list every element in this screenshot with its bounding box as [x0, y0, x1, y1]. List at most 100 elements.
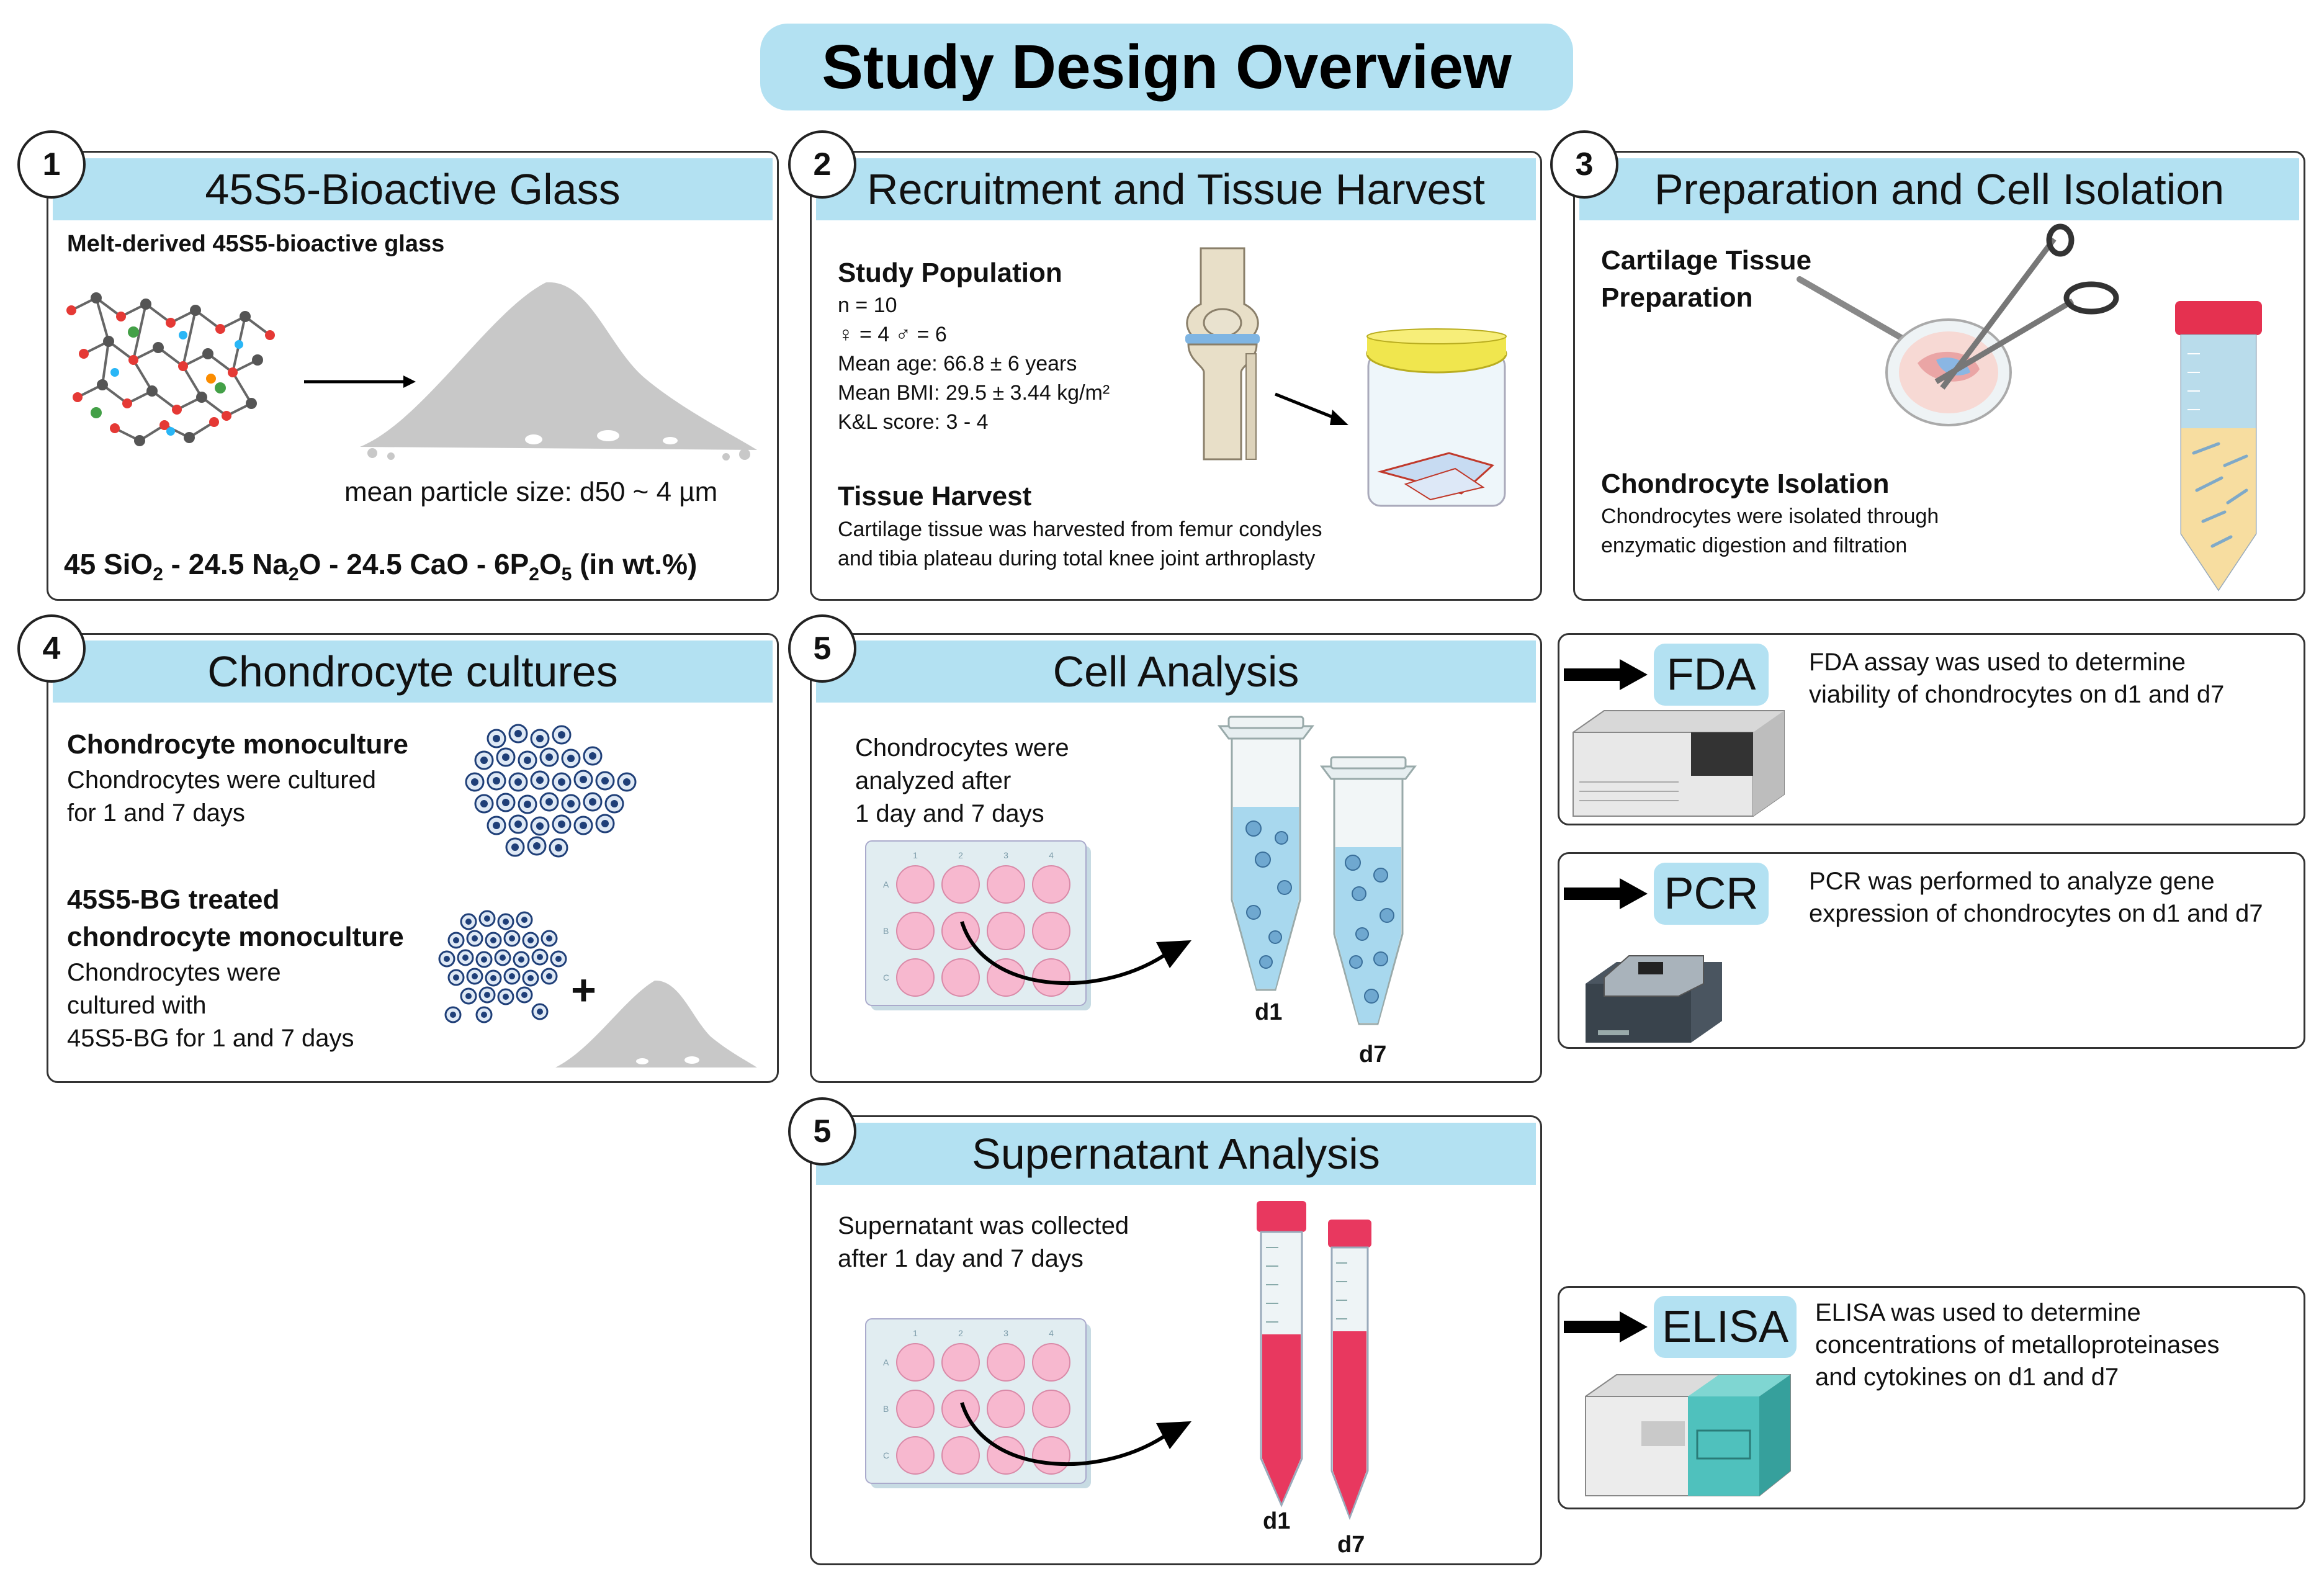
glass-formula: 45 SiO2 - 24.5 Na2O - 24.5 CaO - 6P2O5 (… — [64, 547, 697, 585]
plate-col-label: 2 — [958, 850, 963, 860]
plate-col-label: 4 — [1049, 850, 1054, 860]
pop-line: Mean age: 66.8 ± 6 years — [838, 352, 1077, 375]
panel-2-header: Recruitment and Tissue Harvest — [816, 158, 1536, 220]
formula-sub: 5 — [561, 564, 572, 585]
particle-size-label: mean particle size: d50 ~ 4 µm — [344, 477, 718, 507]
fda-line: FDA assay was used to determine — [1809, 649, 2186, 676]
elisa-reader-icon — [1585, 1374, 1791, 1496]
cell-analysis-line: 1 day and 7 days — [855, 800, 1044, 827]
eppendorf-tube-icon — [1320, 756, 1417, 1025]
bg-treated-title: chondrocyte monoculture — [67, 922, 404, 952]
fda-label: FDA — [1654, 644, 1769, 706]
pcr-line: PCR was performed to analyze gene — [1809, 868, 2215, 895]
specimen-jar-icon — [1366, 328, 1507, 507]
plate-row-label: C — [883, 1450, 889, 1460]
harvest-line: Cartilage tissue was harvested from femu… — [838, 518, 1322, 541]
knee-joint-icon — [1185, 247, 1260, 461]
glass-subtitle: Melt-derived 45S5-bioactive glass — [67, 231, 445, 257]
step-number-2: 2 — [788, 130, 856, 199]
cell-analysis-line: analyzed after — [855, 767, 1012, 794]
arrow-right-icon — [1564, 878, 1648, 909]
tube-label-d1: d1 — [1263, 1508, 1291, 1534]
study-population-title: Study Population — [838, 258, 1062, 288]
pcr-label: PCR — [1654, 863, 1769, 925]
pop-line: n = 10 — [838, 294, 897, 317]
tube-label-d7: d7 — [1337, 1532, 1365, 1558]
bg-treated-line: Chondrocytes were — [67, 959, 281, 986]
plate-row-label: A — [883, 879, 889, 889]
fda-line: viability of chondrocytes on d1 and d7 — [1809, 681, 2225, 708]
bg-treated-line: cultured with — [67, 992, 207, 1019]
step-number-5: 5 — [788, 1097, 856, 1166]
monoculture-line: Chondrocytes were cultured — [67, 766, 377, 794]
well-plate-icon: 1 2 3 4 A B C — [865, 1318, 1091, 1488]
tube-label-d7: d7 — [1359, 1041, 1387, 1067]
elisa-label: ELISA — [1654, 1296, 1797, 1358]
panel-1-header: 45S5-Bioactive Glass — [53, 158, 773, 220]
eppendorf-tube-icon — [1218, 716, 1314, 991]
panel-5-header: Cell Analysis — [816, 640, 1536, 703]
step-number-1: 1 — [17, 130, 86, 199]
bg-treated-line: 45S5-BG for 1 and 7 days — [67, 1025, 354, 1052]
glass-network-illustration — [66, 292, 275, 446]
arrow-right-icon — [1564, 1311, 1648, 1342]
panel-3-header: Preparation and Cell Isolation — [1579, 158, 2299, 220]
plate-row-label: C — [883, 973, 889, 982]
pop-line: Mean BMI: 29.5 ± 3.44 kg/m² — [838, 381, 1110, 405]
supernatant-line: after 1 day and 7 days — [838, 1245, 1083, 1272]
curved-arrow-icon — [960, 1402, 1191, 1466]
page-title: Study Design Overview — [760, 24, 1573, 110]
isolation-line: enzymatic digestion and filtration — [1601, 534, 1908, 557]
prep-title: Preparation — [1601, 282, 1753, 313]
plate-reader-icon — [1573, 710, 1785, 817]
plate-col-label: 4 — [1049, 1328, 1054, 1338]
step-number-3: 3 — [1550, 130, 1618, 199]
plate-col-label: 3 — [1003, 850, 1008, 860]
pop-line: K&L score: 3 - 4 — [838, 410, 989, 434]
panel-bioactive-glass — [47, 151, 779, 601]
plus-sign: + — [571, 966, 596, 1014]
step-number-4: 4 — [17, 614, 86, 683]
formula-part: - 24.5 Na — [163, 548, 289, 580]
prep-title: Cartilage Tissue — [1601, 245, 1812, 276]
glass-powder-illustration — [360, 282, 757, 461]
monoculture-title: Chondrocyte monoculture — [67, 729, 409, 760]
plate-row-label: B — [883, 926, 889, 936]
arrow-icon — [1275, 392, 1348, 425]
curved-arrow-icon — [960, 921, 1191, 985]
falcon-tube-icon — [1257, 1201, 1306, 1508]
plate-col-label: 2 — [958, 1328, 963, 1338]
petri-dish-scissors-icon — [1797, 223, 2119, 426]
centrifuge-tube-icon — [2175, 301, 2262, 591]
plate-row-label: B — [883, 1404, 889, 1414]
plate-col-label: 1 — [913, 850, 918, 860]
arrow-right-icon — [1564, 659, 1648, 690]
pop-line: ♀ = 4 ♂ = 6 — [838, 323, 947, 346]
formula-sub: 2 — [288, 564, 299, 585]
isolation-title: Chondrocyte Isolation — [1601, 469, 1890, 499]
formula-sub: 2 — [153, 564, 163, 585]
elisa-line: ELISA was used to determine — [1815, 1299, 2141, 1326]
glass-powder-illustration — [555, 980, 757, 1067]
panel-4-header: Chondrocyte cultures — [53, 640, 773, 703]
pcr-machine-icon — [1586, 955, 1722, 1043]
formula-part: (in wt.%) — [572, 548, 698, 580]
formula-part: O - 24.5 CaO - 6P — [298, 548, 529, 580]
monoculture-line: for 1 and 7 days — [67, 799, 245, 827]
bg-treated-title: 45S5-BG treated — [67, 884, 280, 915]
elisa-line: concentrations of metalloproteinases — [1815, 1331, 2220, 1359]
supernatant-line: Supernatant was collected — [838, 1212, 1129, 1239]
harvest-line: and tibia plateau during total knee join… — [838, 547, 1316, 570]
formula-part: 45 SiO — [64, 548, 153, 580]
plate-row-label: A — [883, 1357, 889, 1367]
falcon-tube-icon — [1328, 1220, 1371, 1521]
plate-col-label: 3 — [1003, 1328, 1008, 1338]
well-plate-icon: 1 2 3 4 A B C — [865, 840, 1091, 1010]
panel-6-header: Supernatant Analysis — [816, 1123, 1536, 1185]
tissue-harvest-title: Tissue Harvest — [838, 481, 1032, 511]
cell-analysis-line: Chondrocytes were — [855, 734, 1069, 762]
tube-label-d1: d1 — [1255, 999, 1283, 1025]
formula-part: O — [539, 548, 562, 580]
arrow-icon — [304, 375, 416, 388]
pcr-line: expression of chondrocytes on d1 and d7 — [1809, 900, 2263, 927]
